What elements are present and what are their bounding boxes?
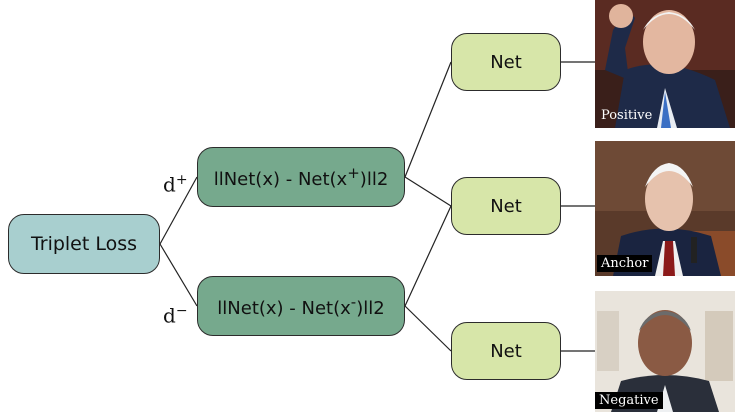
edge-loss-to-dneg <box>159 243 198 307</box>
negative-distance-node: llNet(x) - Net(x-)ll2 <box>197 276 405 336</box>
net-node-negative: Net <box>451 322 561 380</box>
pos-dist-sup: + <box>347 164 360 182</box>
net-mid-label: Net <box>490 195 522 217</box>
net-top-label: Net <box>490 51 522 73</box>
edge-loss-to-dpos <box>159 176 198 245</box>
anchor-tag: Anchor <box>597 255 653 272</box>
edge-dneg-to-net-bot <box>404 305 452 352</box>
net-bot-label: Net <box>490 340 522 362</box>
triplet-loss-label: Triplet Loss <box>30 233 138 255</box>
negative-distance-text: llNet(x) - Net(x-)ll2 <box>217 293 384 319</box>
edge-dneg-to-net-mid <box>404 205 452 307</box>
d-minus-base: d <box>163 303 176 328</box>
positive-distance-text: llNet(x) - Net(x+)ll2 <box>214 164 389 190</box>
d-plus-sup: + <box>175 172 188 188</box>
edge-dpos-to-net-top <box>404 61 452 178</box>
d-minus-label: d− <box>163 303 188 328</box>
d-plus-label: d+ <box>163 172 188 197</box>
d-plus-base: d <box>163 172 176 197</box>
positive-distance-node: llNet(x) - Net(x+)ll2 <box>197 147 405 207</box>
triplet-loss-node: Triplet Loss <box>8 214 160 274</box>
net-node-anchor: Net <box>451 177 561 235</box>
positive-portrait <box>595 0 735 128</box>
net-node-positive: Net <box>451 33 561 91</box>
pos-dist-part-a: llNet(x) - Net(x <box>213 169 348 190</box>
pos-dist-part-b: )ll2 <box>359 169 389 190</box>
positive-photo: Positive <box>595 0 735 128</box>
neg-dist-part-a: llNet(x) - Net(x <box>217 298 351 319</box>
negative-tag: Negative <box>595 392 663 409</box>
d-minus-sup: − <box>175 303 188 319</box>
positive-tag: Positive <box>601 108 653 123</box>
neg-dist-part-b: )ll2 <box>356 298 385 319</box>
negative-photo: Negative <box>595 291 735 412</box>
anchor-photo: Anchor <box>595 141 735 276</box>
edge-dpos-to-net-mid <box>404 176 452 207</box>
anchor-portrait <box>595 141 735 276</box>
neg-dist-sup: - <box>350 293 357 311</box>
